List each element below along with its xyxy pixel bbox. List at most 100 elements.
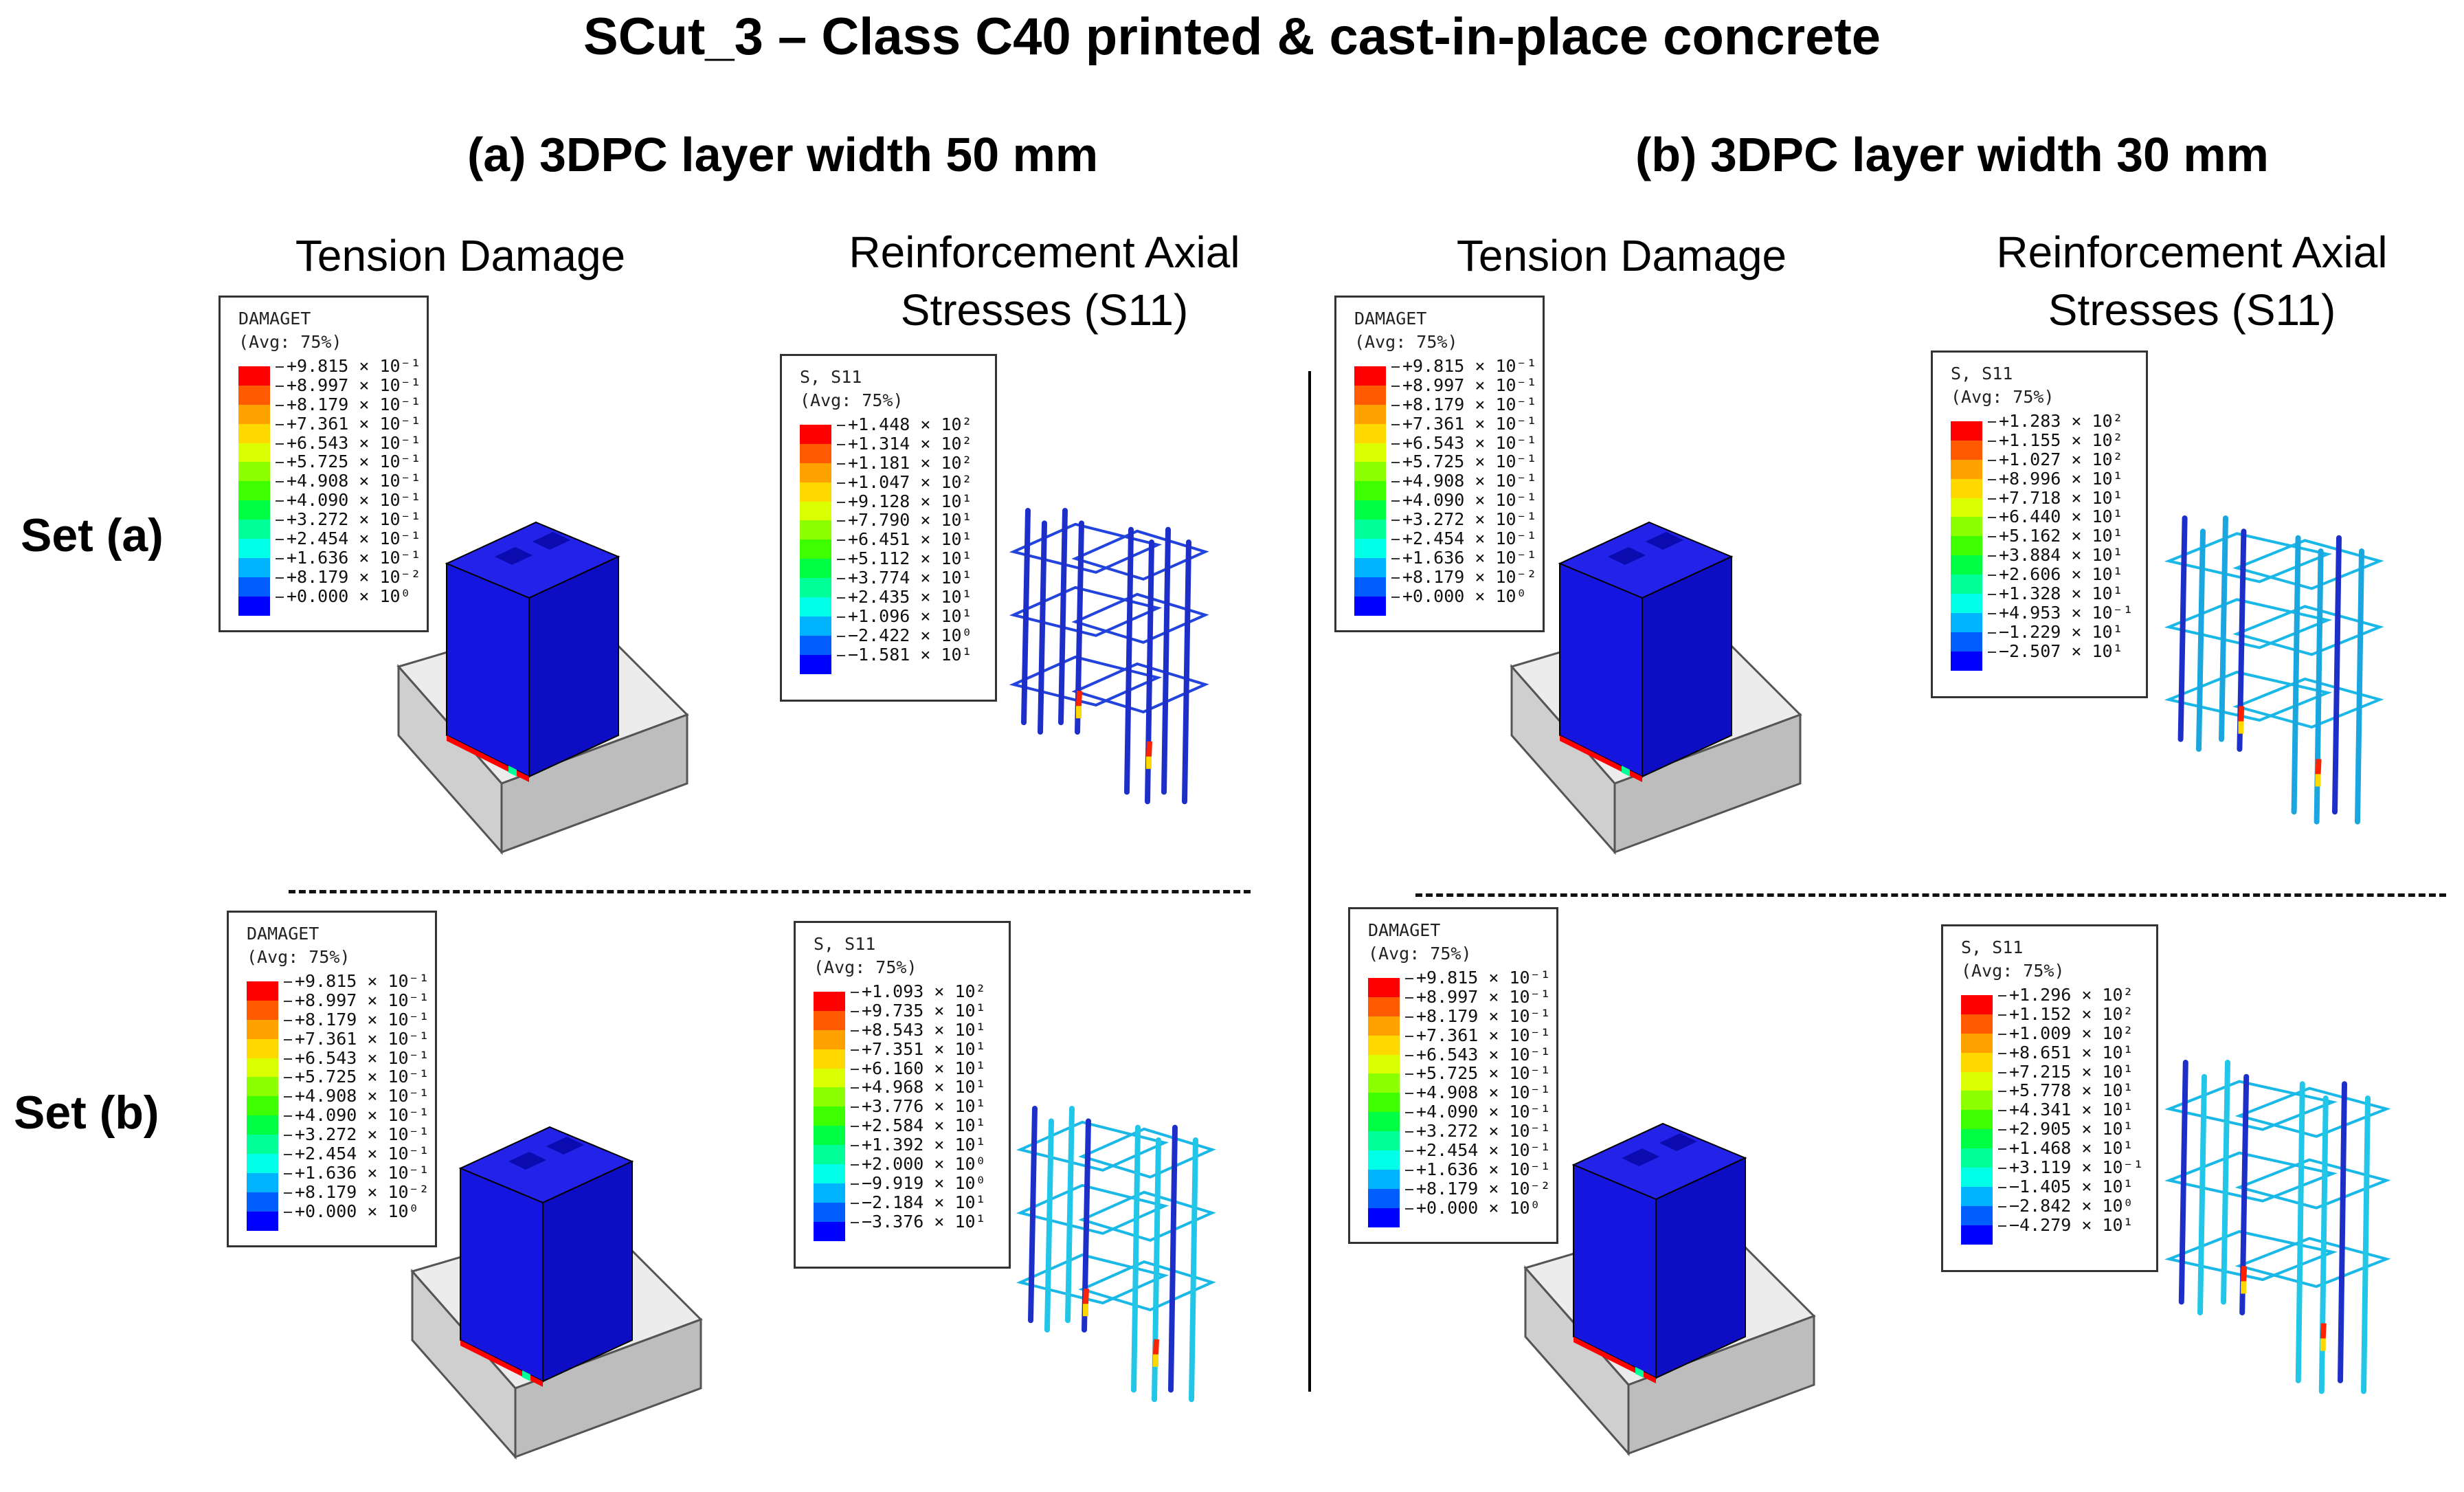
legend-value: +1.283 × 10² bbox=[1988, 412, 2133, 431]
legend-value: +8.179 × 10⁻¹ bbox=[1405, 1006, 1551, 1026]
legend-value: −2.184 × 10¹ bbox=[851, 1192, 986, 1212]
legend-value: +3.272 × 10⁻¹ bbox=[276, 510, 421, 529]
legend-value: +7.361 × 10⁻¹ bbox=[1391, 414, 1537, 434]
rebar-bar bbox=[1028, 1106, 1038, 1324]
rebar-bar bbox=[1058, 508, 1068, 726]
legend-value: +5.725 × 10⁻¹ bbox=[276, 452, 421, 471]
legend-swatch bbox=[238, 423, 270, 443]
legend-swatch bbox=[1368, 996, 1400, 1016]
legend-damage-set-b-panel-a: DAMAGET(Avg: 75%)+9.815 × 10⁻¹+8.997 × 1… bbox=[227, 911, 437, 1247]
legend-value: +1.314 × 10² bbox=[837, 434, 972, 454]
legend-swatch bbox=[1951, 498, 1982, 517]
legend-value: +7.790 × 10¹ bbox=[837, 511, 972, 530]
legend-value: +8.996 × 10¹ bbox=[1988, 469, 2133, 489]
legend-title-line2: (Avg: 75%) bbox=[1961, 961, 2065, 981]
legend-swatch bbox=[238, 462, 270, 482]
legend-swatch bbox=[1951, 612, 1982, 632]
legend-swatch bbox=[1354, 462, 1386, 482]
legend-value: +5.725 × 10⁻¹ bbox=[1405, 1064, 1551, 1083]
legend-value: +7.361 × 10⁻¹ bbox=[276, 414, 421, 434]
legend-swatch bbox=[814, 1221, 845, 1241]
legend-value: +8.997 × 10⁻¹ bbox=[276, 375, 421, 395]
rebar-hotspot bbox=[2315, 759, 2322, 775]
legend-value: +1.096 × 10¹ bbox=[837, 607, 972, 626]
rebar-bar bbox=[2219, 515, 2228, 742]
concrete-model-set-a-panel-a bbox=[396, 521, 689, 855]
col-head-reinforcement-b: Reinforcement Axial Stresses (S11) bbox=[1951, 223, 2432, 339]
legend-value: +1.152 × 10² bbox=[1998, 1004, 2144, 1024]
legend-swatch bbox=[1951, 555, 1982, 575]
legend-swatch bbox=[814, 1029, 845, 1049]
legend-value: +1.093 × 10² bbox=[851, 982, 986, 1001]
legend-value: +6.543 × 10⁻¹ bbox=[1391, 433, 1537, 453]
legend-swatch bbox=[1354, 596, 1386, 616]
legend-value: −2.422 × 10⁰ bbox=[837, 625, 972, 645]
legend-value: +8.179 × 10⁻¹ bbox=[276, 394, 421, 414]
legend-value: +0.000 × 10⁰ bbox=[276, 586, 421, 606]
legend-value: +8.179 × 10⁻² bbox=[1405, 1179, 1551, 1199]
legend-swatch bbox=[1961, 1014, 1993, 1034]
legend-values: +9.815 × 10⁻¹+8.997 × 10⁻¹+8.179 × 10⁻¹+… bbox=[284, 972, 429, 1221]
legend-swatch bbox=[1368, 1131, 1400, 1151]
legend-value: +8.997 × 10⁻¹ bbox=[284, 990, 429, 1010]
legend-swatch bbox=[247, 1019, 278, 1039]
rebar-bar bbox=[2221, 1060, 2230, 1305]
col-head-reinforcement-a-line2: Stresses (S11) bbox=[900, 285, 1189, 335]
legend-value: −4.279 × 10¹ bbox=[1998, 1215, 2144, 1235]
legend-value: +2.606 × 10¹ bbox=[1988, 565, 2133, 584]
col-head-tension-b: Tension Damage bbox=[1456, 231, 1787, 280]
legend-value: +4.090 × 10⁻¹ bbox=[284, 1106, 429, 1125]
legend-swatch bbox=[247, 981, 278, 1001]
legend-value: +4.341 × 10¹ bbox=[1998, 1100, 2144, 1120]
legend-value: +6.160 × 10¹ bbox=[851, 1058, 986, 1078]
legend-swatch bbox=[247, 1000, 278, 1020]
legend-title-line2: (Avg: 75%) bbox=[1951, 387, 2054, 407]
concrete-model-set-a-panel-b bbox=[1510, 521, 1802, 855]
legend-swatch bbox=[247, 1211, 278, 1231]
legend-title-line1: DAMAGET bbox=[247, 924, 320, 944]
legend-swatch bbox=[1354, 500, 1386, 520]
rebar-bar bbox=[1168, 1124, 1178, 1393]
legend-value: +1.181 × 10² bbox=[837, 453, 972, 473]
legend-value: +1.047 × 10² bbox=[837, 472, 972, 492]
legend-swatch bbox=[1951, 632, 1982, 652]
legend-value: −2.507 × 10¹ bbox=[1988, 641, 2133, 661]
legend-swatch bbox=[1951, 517, 1982, 537]
legend-swatch bbox=[1961, 1071, 1993, 1091]
legend-swatch bbox=[1961, 1033, 1993, 1053]
set-divider-a bbox=[289, 890, 1251, 893]
panel-b-title: (b) 3DPC layer width 30 mm bbox=[1635, 128, 2269, 181]
block-cell bbox=[1622, 1148, 1659, 1166]
rebar-bar bbox=[2178, 1060, 2188, 1305]
legend-swatch bbox=[800, 578, 831, 598]
footing-side bbox=[1627, 1314, 1815, 1456]
legend-swatch bbox=[800, 463, 831, 482]
rebar-bar bbox=[2177, 515, 2188, 742]
legend-swatch bbox=[1951, 651, 1982, 671]
legend-value: +7.361 × 10⁻¹ bbox=[284, 1029, 429, 1049]
legend-swatch bbox=[1961, 1129, 1993, 1149]
legend-value: +8.651 × 10¹ bbox=[1998, 1043, 2144, 1062]
legend-swatch bbox=[247, 1096, 278, 1116]
legend-value: +1.468 × 10¹ bbox=[1998, 1139, 2144, 1158]
legend-value: +1.328 × 10¹ bbox=[1988, 584, 2133, 603]
legend-swatch bbox=[247, 1038, 278, 1058]
legend-value: +6.543 × 10⁻¹ bbox=[1405, 1045, 1551, 1065]
stirrup-ring bbox=[2232, 539, 2384, 590]
stirrup-ring bbox=[1016, 1253, 1169, 1305]
block-cell bbox=[533, 532, 570, 550]
stirrup-ring bbox=[1071, 529, 1209, 581]
rebar-bar bbox=[1189, 1137, 1198, 1403]
legend-title-line1: DAMAGET bbox=[1368, 920, 1441, 940]
legend-swatch bbox=[238, 481, 270, 501]
legend-value: +4.908 × 10⁻¹ bbox=[1391, 471, 1537, 491]
legend-swatch bbox=[238, 557, 270, 577]
col-head-reinforcement-a: Reinforcement Axial Stresses (S11) bbox=[804, 223, 1285, 339]
stirrup-ring bbox=[1078, 1127, 1216, 1179]
rebar-hotspot bbox=[2241, 1266, 2248, 1282]
rebar-bar bbox=[2332, 535, 2342, 815]
legend-swatch bbox=[1951, 478, 1982, 498]
legend-swatch bbox=[1368, 1073, 1400, 1093]
rebar-bar bbox=[2291, 535, 2301, 815]
rebar-bar bbox=[2295, 1081, 2305, 1383]
